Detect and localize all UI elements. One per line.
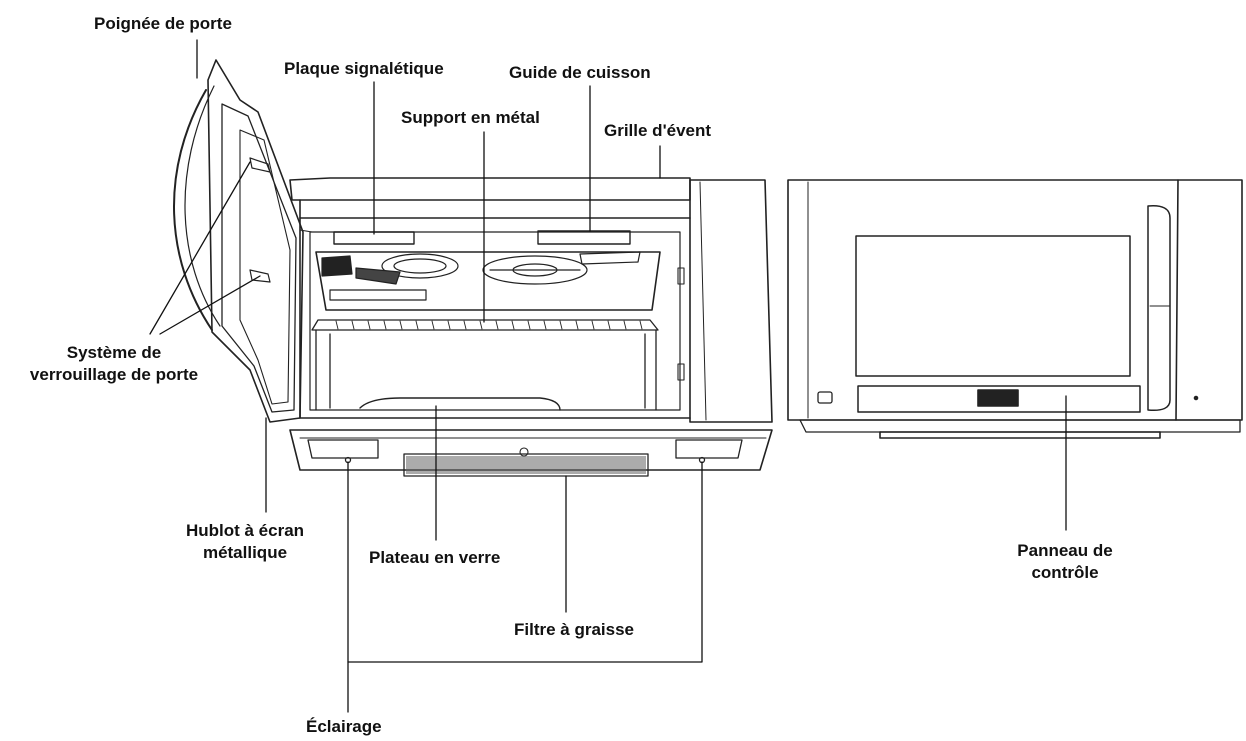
label-door-handle: Poignée de porte bbox=[94, 14, 232, 33]
rack-bar bbox=[335, 320, 339, 330]
label-metal-rack: Support en métal bbox=[401, 108, 540, 127]
label-window-line1: Hublot à écran bbox=[185, 521, 305, 540]
leader-lines bbox=[149, 39, 1067, 713]
rack-bar bbox=[367, 320, 371, 330]
label-door-latch-line2: verrouillage de porte bbox=[29, 365, 199, 384]
rack-bar bbox=[463, 320, 467, 330]
label-control-panel: Panneau de contrôle bbox=[990, 540, 1140, 584]
cooking-guide-shape bbox=[537, 230, 631, 245]
glass-tray-shape bbox=[359, 397, 561, 411]
rack-bar bbox=[543, 320, 547, 330]
label-door-latch-line1: Système de bbox=[66, 343, 162, 362]
label-glass-tray: Plateau en verre bbox=[369, 548, 501, 567]
open-door bbox=[173, 59, 313, 423]
rack-bar bbox=[527, 320, 531, 330]
label-lighting: Éclairage bbox=[306, 717, 382, 736]
stirrer-cover bbox=[321, 251, 641, 301]
label-control-panel-line2: contrôle bbox=[1031, 563, 1099, 582]
metal-rack-bars bbox=[335, 320, 643, 330]
label-door-latch: Système de verrouillage de porte bbox=[6, 342, 222, 386]
label-window: Hublot à écran métallique bbox=[170, 520, 320, 564]
control-display bbox=[977, 389, 1019, 407]
rack-bar bbox=[639, 320, 643, 330]
rack-bar bbox=[431, 320, 435, 330]
label-window-line2: métallique bbox=[202, 543, 288, 562]
label-cooking-guide: Guide de cuisson bbox=[509, 63, 651, 82]
label-vent-grille: Grille d'évent bbox=[604, 121, 712, 140]
rack-bar bbox=[447, 320, 451, 330]
bottom-lights bbox=[307, 439, 743, 464]
grease-filter-shape bbox=[403, 447, 649, 477]
rack-bar bbox=[383, 320, 387, 330]
rack-bar bbox=[623, 320, 627, 330]
closed-oven bbox=[787, 179, 1243, 439]
rack-bar bbox=[511, 320, 515, 330]
label-grease-filter: Filtre à graisse bbox=[514, 620, 635, 639]
rack-bar bbox=[559, 320, 563, 330]
rack-bar bbox=[607, 320, 611, 330]
open-oven-body bbox=[289, 177, 773, 471]
label-control-panel-line1: Panneau de bbox=[1017, 541, 1113, 560]
metal-rack-shape bbox=[311, 319, 659, 411]
rack-bar bbox=[415, 320, 419, 330]
rack-bar bbox=[399, 320, 403, 330]
rack-bar bbox=[351, 320, 355, 330]
rack-bar bbox=[575, 320, 579, 330]
label-rating-plate: Plaque signalétique bbox=[284, 59, 444, 78]
rack-bar bbox=[479, 320, 483, 330]
rack-bar bbox=[495, 320, 499, 330]
rack-bar bbox=[591, 320, 595, 330]
